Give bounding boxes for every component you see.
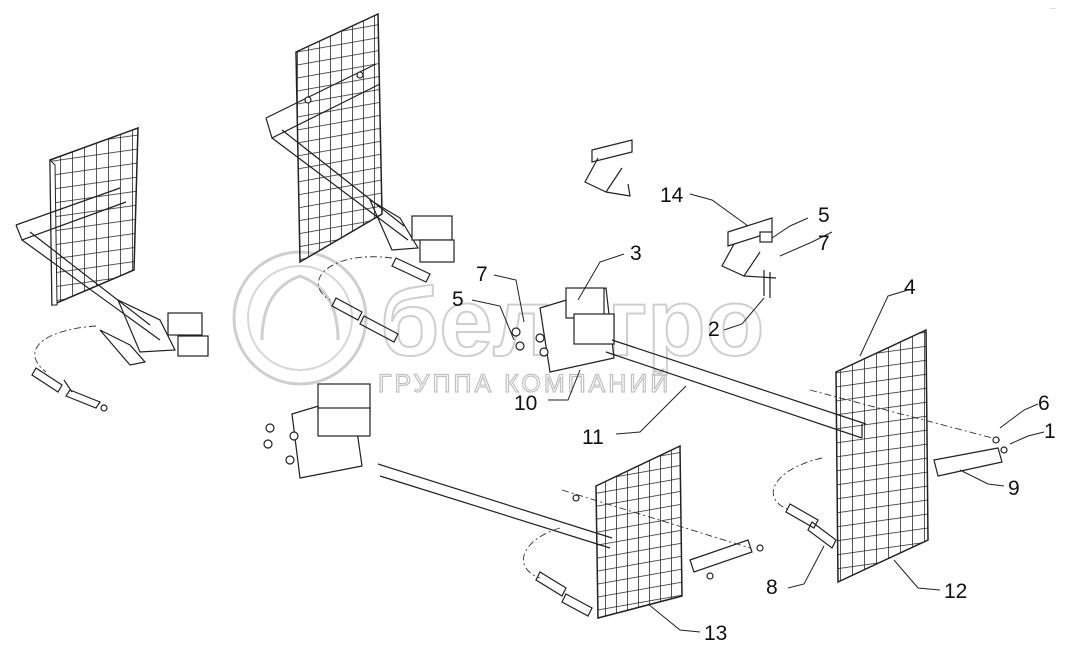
- callout-14: 14: [660, 184, 684, 207]
- callout-6: 6: [1038, 392, 1050, 415]
- right-mudguard: [772, 328, 1008, 584]
- callout-10: 10: [514, 392, 537, 415]
- callout-12: 12: [944, 580, 967, 603]
- callout-2: 2: [708, 318, 720, 341]
- center-bracket: [539, 287, 867, 439]
- watermark-subtitle: ГРУППА КОМПАНИЙ: [378, 368, 671, 398]
- upper-left-strap: [31, 325, 108, 412]
- callout-7-left: 7: [476, 263, 488, 286]
- callout-labels: 14 5 7 3 7 5 2 4 6 1 9 10 11 8 12 13: [452, 184, 1056, 645]
- upper-middle-mudguard: [265, 12, 455, 264]
- watermark: белагро ГРУППА КОМПАНИЙ: [232, 250, 765, 399]
- callout-9: 9: [1008, 477, 1020, 500]
- callout-5-right: 5: [818, 204, 830, 227]
- leader-lines: [471, 193, 1045, 633]
- callout-4: 4: [904, 276, 916, 299]
- callout-11: 11: [582, 426, 604, 449]
- callout-13: 13: [704, 622, 727, 645]
- upper-middle-strap: [317, 256, 431, 343]
- bracket-part-14: [584, 139, 777, 298]
- callout-1: 1: [1044, 420, 1056, 443]
- callout-3: 3: [630, 242, 642, 265]
- callout-5-left: 5: [452, 288, 464, 311]
- callout-8: 8: [766, 576, 778, 599]
- lower-mudguard: [523, 444, 764, 619]
- lower-left-bracket: [263, 383, 613, 549]
- corner-mark: …: [1050, 5, 1056, 11]
- callout-7-right: 7: [818, 232, 830, 255]
- center-bolts: [511, 327, 549, 357]
- upper-left-mudguard: [15, 126, 209, 366]
